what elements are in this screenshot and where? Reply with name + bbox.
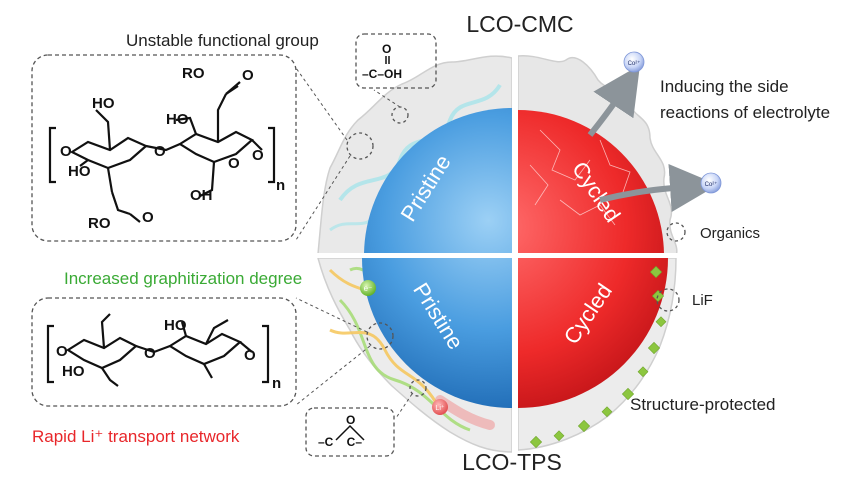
tps-o-left: O xyxy=(56,343,68,360)
cmc-o-ring: O xyxy=(228,155,240,172)
cycled-core-top xyxy=(518,110,664,253)
epoxide-group-box: O –C C– xyxy=(305,407,395,457)
cmc-o-right: O xyxy=(252,147,264,164)
epoxide-chain: –C C– xyxy=(318,435,362,449)
lithium-ion-label: Li⁺ xyxy=(435,404,444,412)
cmc-o-bridge: O xyxy=(154,143,166,160)
cmc-ho-mid: HO xyxy=(166,111,189,128)
cmc-oh-bottom: OH xyxy=(190,187,213,204)
cmc-ho-left: HO xyxy=(68,163,91,180)
cmc-o-carbonyl-bottom: O xyxy=(142,209,154,226)
tps-structure-box: HO O HO O O n xyxy=(31,297,297,407)
cmc-structure-box: HO RO O HO O HO O O O OH RO O n xyxy=(31,54,297,242)
title-lco-cmc: LCO-CMC xyxy=(466,11,573,37)
tps-ho-left: HO xyxy=(62,363,85,380)
tps-o-bridge: O xyxy=(144,345,156,362)
sphere-quadrant-top-right xyxy=(518,55,678,253)
cmc-subscript-n: n xyxy=(276,177,285,194)
label-organics: Organics xyxy=(700,225,760,242)
side-reaction-arrow-2 xyxy=(599,164,718,212)
cmc-ro-bottom: RO xyxy=(88,215,111,232)
sphere-quadrant-top-left xyxy=(317,55,512,253)
electron-label: e⁻ xyxy=(364,284,373,293)
pristine-core-bottom xyxy=(362,258,512,408)
cmc-ho-top: HO xyxy=(92,95,115,112)
cmc-o-carbonyl-top: O xyxy=(242,67,254,84)
epoxide-bridge xyxy=(335,424,365,441)
tps-bonds xyxy=(46,313,270,387)
cobalt-ion-2: Co²⁺ xyxy=(700,172,722,194)
tps-o-right: O xyxy=(244,347,256,364)
carboxyl-group-box: O –C–OH xyxy=(355,33,437,89)
side-reaction-arrow-1 xyxy=(587,65,640,137)
title-lco-tps: LCO-TPS xyxy=(462,449,562,475)
callout-leader-lines xyxy=(295,67,413,419)
electron-particle: e⁻ xyxy=(360,280,376,296)
epoxide-o-top: O xyxy=(346,413,355,427)
cmc-bonds xyxy=(48,81,276,223)
cobalt-ion-label-2: Co²⁺ xyxy=(705,181,718,188)
label-li-transport: Rapid Li⁺ transport network xyxy=(32,427,240,446)
lithium-ion-particle: Li⁺ xyxy=(432,399,448,415)
label-side-reactions-line2: reactions of electrolyte xyxy=(660,103,830,122)
label-side-reactions-line1: Inducing the side xyxy=(660,77,789,96)
callout-circles xyxy=(346,106,686,397)
cmc-ro-top: RO xyxy=(182,65,205,82)
cobalt-ion-1: Co²⁺ xyxy=(623,51,645,73)
cobalt-ion-label-1: Co²⁺ xyxy=(628,60,641,67)
crack-pattern xyxy=(529,129,631,226)
tps-ho-top: HO xyxy=(164,317,187,334)
carboxyl-o-top: O xyxy=(382,42,391,56)
label-unstable-functional-group: Unstable functional group xyxy=(126,31,319,50)
label-lif: LiF xyxy=(692,292,713,309)
label-structure-protected: Structure-protected xyxy=(630,395,776,414)
label-graphitization: Increased graphitization degree xyxy=(64,269,302,288)
cmc-o-left: O xyxy=(60,143,72,160)
tps-subscript-n: n xyxy=(272,375,281,392)
sphere-quadrant-bottom-left xyxy=(317,258,512,453)
carboxyl-chain: –C–OH xyxy=(362,67,402,81)
sphere-quadrant-bottom-right xyxy=(518,258,677,451)
pristine-core-top xyxy=(364,108,512,253)
cycled-core-bottom xyxy=(518,258,668,408)
